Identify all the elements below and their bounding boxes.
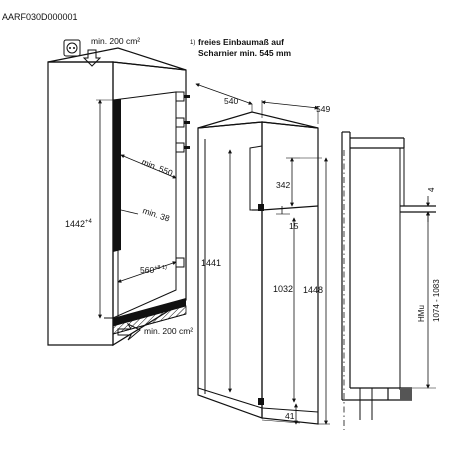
dim-hmu-label: HMu	[417, 305, 426, 322]
side-section	[341, 131, 436, 430]
dim-total-height	[300, 157, 330, 425]
dim-door-opening-label: 540	[224, 96, 238, 106]
dim-freezer-door	[286, 157, 300, 207]
dim-niche-height-label: 1442+4	[65, 219, 93, 229]
cabinet-niche	[47, 47, 187, 347]
note-hinge-mark: 1)	[190, 40, 195, 46]
dim-freezer-door-label: 342	[276, 180, 290, 190]
wall-socket-icon	[63, 39, 81, 57]
dim-hmu-range	[412, 211, 436, 389]
vent-top-label: min. 200 cm²	[91, 36, 140, 46]
dim-niche-width-label: 560+8 1)	[140, 265, 167, 275]
vent-bottom-arrow	[117, 322, 141, 341]
dim-niche-width	[117, 261, 177, 283]
dim-niche-height	[96, 99, 113, 319]
vent-top-arrow	[82, 49, 102, 67]
dim-niche-depth	[120, 154, 177, 179]
dim-total-height-label: 1448	[303, 285, 323, 295]
dim-side-gap	[120, 209, 139, 215]
dim-appliance-height-label: 1441	[201, 258, 221, 268]
dim-appliance-depth	[261, 100, 319, 124]
appliance	[197, 111, 319, 425]
dim-door-opening	[195, 83, 253, 112]
note-hinge-line1: freies Einbaumaß auf	[198, 37, 284, 47]
dim-appliance-depth-label: 549	[316, 104, 330, 114]
dim-top-offset-label: 4	[427, 187, 436, 192]
dim-door-gap	[276, 206, 290, 215]
hinge-icons	[175, 91, 190, 268]
dim-niche-depth-label: min. 550	[140, 157, 174, 179]
dim-fridge-door-label: 1032	[273, 284, 293, 294]
drawing-code: AARF030D000001	[2, 12, 78, 22]
note-hinge-line2: Scharnier min. 545 mm	[198, 48, 292, 58]
dim-side-gap-label: min. 38	[141, 205, 171, 223]
dim-bottom-offset-label: 41	[285, 411, 295, 421]
dim-bottom-offset	[261, 403, 301, 425]
dim-hmu-range-label: 1074 - 1083	[432, 279, 441, 322]
vent-bottom-label: min. 200 cm²	[144, 326, 193, 336]
